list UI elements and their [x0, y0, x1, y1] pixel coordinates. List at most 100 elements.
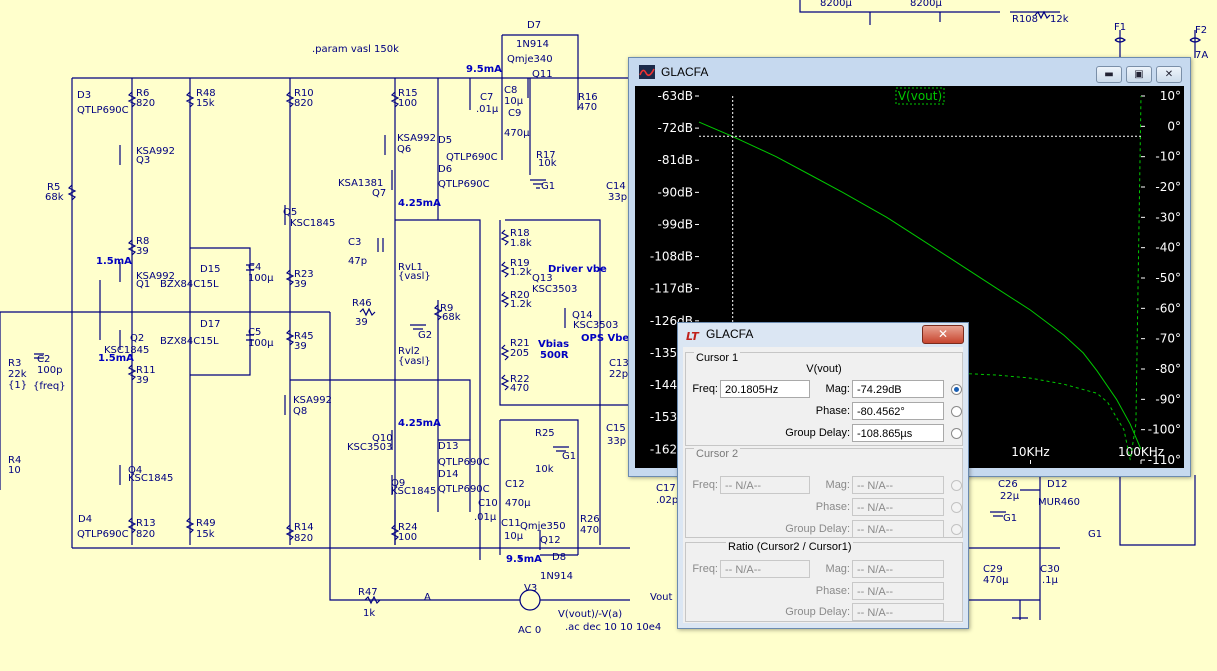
schematic-label: .1µ [1042, 575, 1059, 586]
schematic-label: Q12 [540, 535, 561, 546]
cursor-dialog-body: Cursor 1 V(vout) Freq: 20.1805Hz Mag: -7… [683, 347, 963, 623]
schematic-label: Qmje350 [520, 521, 566, 532]
ratio-group-delay-field[interactable]: -- N/A-- [852, 603, 944, 621]
schematic-label: Driver vbe [548, 264, 607, 275]
schematic-label: 470µ [505, 498, 531, 509]
schematic-label: .01µ [476, 104, 499, 115]
cursor2-group-delay-radio[interactable] [951, 524, 962, 535]
y-left-tick-label: -81dB [658, 153, 693, 167]
schematic-label: 10k [538, 158, 557, 169]
schematic-label: Vbias [538, 339, 569, 350]
schematic-label: R8 [136, 236, 149, 247]
schematic-label: 470 [578, 102, 597, 113]
schematic-label: {vasl} [398, 356, 431, 367]
cursor2-group-delay-field[interactable]: -- N/A-- [852, 520, 944, 538]
plot-window-titlebar[interactable]: GLACFA ▬ ▣ ✕ [629, 58, 1190, 86]
schematic-label: 22p [609, 369, 628, 380]
schematic-label: KSC1845 [128, 473, 173, 484]
minimize-button[interactable]: ▬ [1096, 66, 1122, 83]
schematic-label: C30 [1040, 564, 1060, 575]
cursor1-trace-name: V(vout) [806, 363, 842, 375]
y-left-tick-label: -63dB [658, 89, 693, 103]
cursor2-phase-field[interactable]: -- N/A-- [852, 498, 944, 516]
x-tick-label: 10KHz [1011, 445, 1049, 459]
cursor2-freq-field[interactable]: -- N/A-- [720, 476, 810, 494]
schematic-label: Q13 [532, 273, 553, 284]
schematic-label: G1 [1088, 529, 1102, 540]
schematic-label: 9.5mA [506, 554, 542, 565]
cursor-dialog-title: GLACFA [706, 327, 754, 341]
cursor1-mag-radio[interactable] [951, 384, 962, 395]
cursor2-phase-radio[interactable] [951, 502, 962, 513]
schematic-label: R18 [510, 228, 530, 239]
y-right-tick-label: -20° [1155, 180, 1181, 194]
schematic-label: 100p [37, 365, 62, 376]
schematic-label: QTLP690C [77, 529, 129, 540]
y-right-tick-label: 0° [1167, 119, 1181, 133]
trace-legend[interactable]: V(vout) [898, 89, 942, 103]
schematic-label: 100µ [248, 338, 274, 349]
cursor1-group-delay-field[interactable]: -108.865µs [852, 424, 944, 442]
param-directive[interactable]: .param vasl 150k [312, 44, 399, 55]
schematic-label: D5 [438, 135, 452, 146]
ratio-group-delay-label: Group Delay: [785, 606, 850, 618]
cursor-dialog-titlebar[interactable]: LT GLACFA ✕ [678, 323, 968, 345]
ratio-phase-field[interactable]: -- N/A-- [852, 582, 944, 600]
y-right-tick-label: -80° [1155, 362, 1181, 376]
schematic-label: Q3 [136, 155, 150, 166]
cursor2-mag-label: Mag: [825, 479, 850, 491]
cursor1-freq-field[interactable]: 20.1805Hz [720, 380, 810, 398]
schematic-label: C9 [508, 108, 521, 119]
schematic-label: Q9 [391, 478, 405, 489]
y-right-tick-label: -30° [1155, 210, 1181, 224]
schematic-label: R9 [440, 303, 453, 314]
schematic-label: R48 [196, 88, 216, 99]
cursor1-phase-field[interactable]: -80.4562° [852, 402, 944, 420]
schematic-label: C12 [505, 479, 525, 490]
schematic-label: .02p [656, 495, 678, 506]
close-button[interactable]: ✕ [1156, 66, 1182, 83]
schematic-label: KSC1845 [104, 345, 149, 356]
schematic-label: R11 [136, 365, 156, 376]
schematic-label: Rvl2 [398, 346, 420, 357]
maximize-button[interactable]: ▣ [1126, 66, 1152, 83]
schematic-label: R21 [510, 338, 530, 349]
schematic-label: 1.2k [510, 267, 532, 278]
schematic-label: {1} [8, 380, 27, 391]
schematic-label: .01µ [474, 512, 497, 523]
schematic-label: V(vout)/-V(a) [558, 609, 622, 620]
ratio-mag-field[interactable]: -- N/A-- [852, 560, 944, 578]
cursor2-mag-field[interactable]: -- N/A-- [852, 476, 944, 494]
ratio-group: Ratio (Cursor2 / Cursor1) Freq: -- N/A--… [685, 541, 963, 622]
y-left-tick-label: -108dB [650, 250, 693, 264]
schematic-label: R24 [398, 522, 418, 533]
magnitude-trace[interactable] [698, 121, 1142, 450]
schematic-label: KSA992 [136, 271, 175, 282]
ratio-freq-label: Freq: [692, 563, 718, 575]
schematic-label: 1k [363, 608, 375, 619]
schematic-label: R3 [8, 358, 21, 369]
schematic-label: 33p [607, 436, 626, 447]
bode-chart[interactable]: V(vout)-63dB-72dB-81dB-90dB-99dB-108dB-1… [635, 86, 1184, 468]
schematic-label: D8 [552, 552, 566, 563]
schematic-label: 10k [535, 464, 554, 475]
schematic-label: QTLP690C [438, 484, 490, 495]
cursor1-group-delay-radio[interactable] [951, 428, 962, 439]
schematic-label: 4.25mA [398, 418, 441, 429]
ratio-freq-field[interactable]: -- N/A-- [720, 560, 810, 578]
cursor-dialog[interactable]: LT GLACFA ✕ Cursor 1 V(vout) Freq: 20.18… [677, 322, 969, 629]
dialog-close-button[interactable]: ✕ [922, 325, 964, 344]
cursor2-mag-radio[interactable] [951, 480, 962, 491]
schematic-label: G2 [418, 330, 432, 341]
schematic-label: V3 [524, 583, 537, 594]
schematic-label: G1 [1003, 513, 1017, 524]
cursor1-title: Cursor 1 [694, 352, 741, 364]
cursor1-mag-field[interactable]: -74.29dB [852, 380, 944, 398]
ratio-title: Ratio (Cursor2 / Cursor1) [726, 541, 854, 553]
schematic-label: 39 [136, 246, 149, 257]
schematic-label: F2 [1195, 25, 1207, 36]
schematic-label: Q14 [572, 310, 593, 321]
cursor1-phase-radio[interactable] [951, 406, 962, 417]
y-right-tick-label: -70° [1155, 332, 1181, 346]
